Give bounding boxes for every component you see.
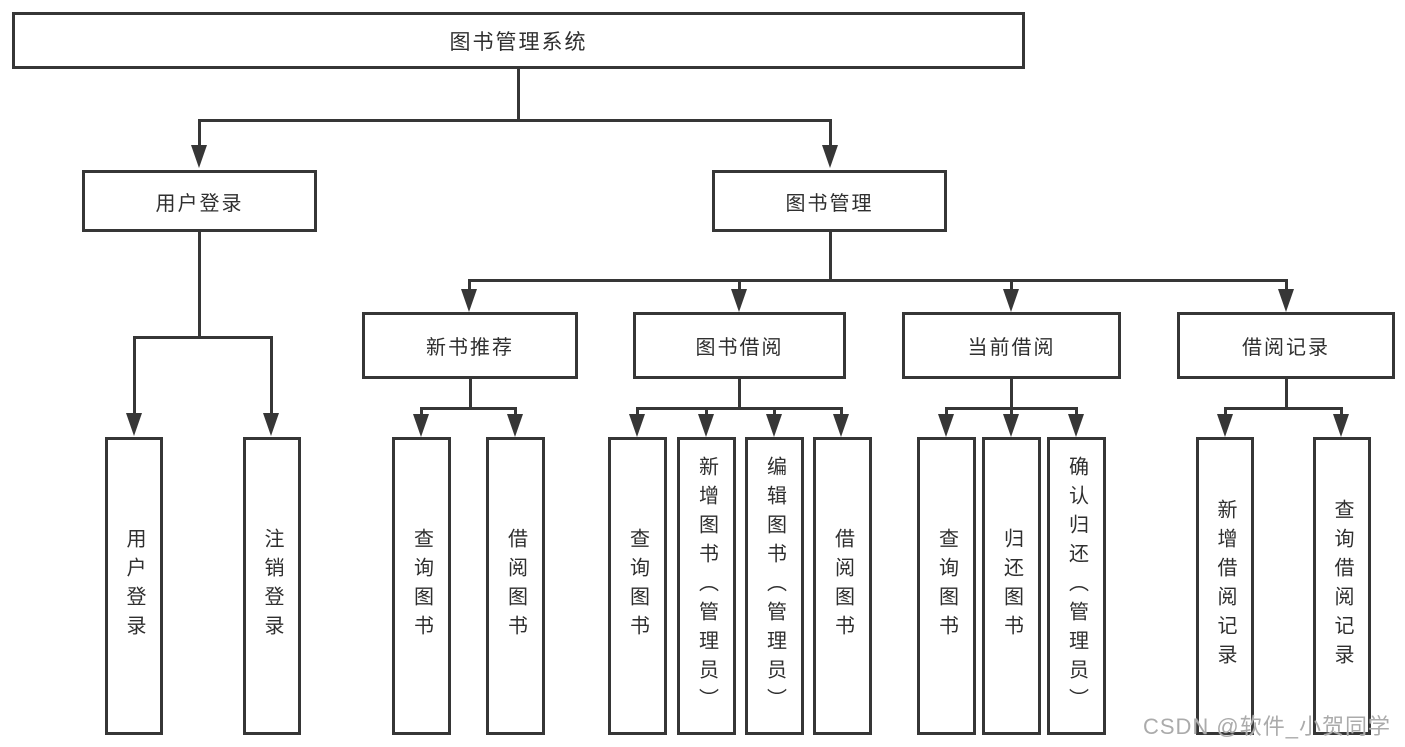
connector-horizontal <box>420 407 517 410</box>
connector-to-node <box>738 279 741 291</box>
node-book-borrowing: 图书借阅 <box>633 312 846 379</box>
arrow-down-icon <box>1217 414 1233 437</box>
node-label: 新书推荐 <box>426 337 514 359</box>
connector-root-horizontal <box>198 119 832 122</box>
arrow-down-icon <box>833 414 849 437</box>
arrow-down-icon <box>938 414 954 437</box>
connector-to-leaf <box>840 407 843 416</box>
node-label: 用户登录 <box>155 192 244 215</box>
connector-vertical <box>1285 379 1288 407</box>
arrow-down-icon <box>507 414 523 437</box>
leaf-query-books: 查询图书 <box>392 437 451 735</box>
arrow-down-icon <box>191 145 207 168</box>
arrow-down-icon <box>1333 414 1349 437</box>
connector-to-book-mgmt <box>829 119 832 151</box>
node-book-management: 图书管理 <box>712 170 947 232</box>
connector-to-leaf <box>270 336 273 416</box>
connector-to-leaf <box>705 407 708 416</box>
arrow-down-icon <box>461 289 477 312</box>
connector-to-leaf <box>1224 407 1227 416</box>
connector-to-leaf <box>514 407 517 416</box>
arrow-down-icon <box>263 413 279 436</box>
leaf-label: 借阅图书 <box>831 528 854 644</box>
leaf-add-books-admin: 新增图书（管理员） <box>677 437 736 735</box>
csdn-watermark: CSDN @软件_小贺同学 <box>1142 714 1391 739</box>
connector-to-node <box>468 279 471 291</box>
node-current-borrowing: 当前借阅 <box>902 312 1121 379</box>
connector-to-node <box>1010 279 1013 291</box>
leaf-label: 查询借阅记录 <box>1331 499 1353 673</box>
connector-horizontal <box>636 407 843 410</box>
arrow-down-icon <box>1003 289 1019 312</box>
connector-to-leaf <box>1010 407 1013 416</box>
leaf-confirm-return-admin: 确认归还（管理员） <box>1047 437 1106 735</box>
node-new-book-recommend: 新书推荐 <box>362 312 578 379</box>
leaf-label: 归还图书 <box>1000 528 1023 644</box>
leaf-query-borrow-record: 查询借阅记录 <box>1313 437 1371 735</box>
leaf-query-books: 查询图书 <box>608 437 667 735</box>
connector-book-mgmt-vertical <box>829 232 832 279</box>
leaf-label: 借阅图书 <box>504 528 527 644</box>
connector-to-node <box>1285 279 1288 291</box>
connector-to-leaf <box>1340 407 1343 416</box>
node-label: 当前借阅 <box>967 337 1056 359</box>
leaf-return-books: 归还图书 <box>982 437 1041 735</box>
arrow-down-icon <box>1068 414 1084 437</box>
leaf-label: 新增图书（管理员） <box>695 455 718 717</box>
connector-user-login-vertical <box>198 232 201 336</box>
leaf-user-login: 用户登录 <box>105 437 163 735</box>
arrow-down-icon <box>629 414 645 437</box>
node-label: 图书管理系统 <box>449 30 588 54</box>
node-label: 图书借阅 <box>695 337 784 359</box>
connector-vertical <box>738 379 741 407</box>
node-label: 借阅记录 <box>1242 337 1330 359</box>
connector-vertical <box>1010 379 1013 407</box>
connector-root-vertical <box>517 69 520 119</box>
arrow-down-icon <box>822 145 838 168</box>
leaf-add-borrow-record: 新增借阅记录 <box>1196 437 1254 735</box>
connector-to-leaf <box>133 336 136 416</box>
leaf-logout: 注销登录 <box>243 437 301 735</box>
arrow-down-icon <box>1278 289 1294 312</box>
connector-to-leaf <box>1075 407 1078 416</box>
connector-horizontal <box>1224 407 1343 410</box>
leaf-borrow-books: 借阅图书 <box>813 437 872 735</box>
arrow-down-icon <box>126 413 142 436</box>
node-library-management-system: 图书管理系统 <box>12 12 1025 69</box>
arrow-down-icon <box>413 414 429 437</box>
connector-user-login-horizontal <box>133 336 273 339</box>
leaf-borrow-books: 借阅图书 <box>486 437 545 735</box>
leaf-label: 编辑图书（管理员） <box>763 455 786 717</box>
arrow-down-icon <box>698 414 714 437</box>
arrow-down-icon <box>731 289 747 312</box>
connector-to-leaf <box>420 407 423 416</box>
leaf-label: 查询图书 <box>626 528 649 644</box>
connector-vertical <box>469 379 472 407</box>
leaf-label: 查询图书 <box>410 528 433 644</box>
leaf-label: 确认归还（管理员） <box>1065 455 1088 717</box>
connector-to-leaf <box>636 407 639 416</box>
leaf-label: 新增借阅记录 <box>1214 499 1236 673</box>
node-borrowing-records: 借阅记录 <box>1177 312 1395 379</box>
connector-to-leaf <box>945 407 948 416</box>
connector-to-leaf <box>773 407 776 416</box>
leaf-label: 注销登录 <box>261 528 283 644</box>
leaf-edit-books-admin: 编辑图书（管理员） <box>745 437 804 735</box>
node-user-login: 用户登录 <box>82 170 317 232</box>
connector-book-mgmt-horizontal <box>468 279 1287 282</box>
leaf-label: 用户登录 <box>123 528 145 644</box>
arrow-down-icon <box>1003 414 1019 437</box>
connector-to-user-login <box>198 119 201 151</box>
arrow-down-icon <box>766 414 782 437</box>
node-label: 图书管理 <box>785 192 874 215</box>
leaf-query-books: 查询图书 <box>917 437 976 735</box>
leaf-label: 查询图书 <box>935 528 958 644</box>
